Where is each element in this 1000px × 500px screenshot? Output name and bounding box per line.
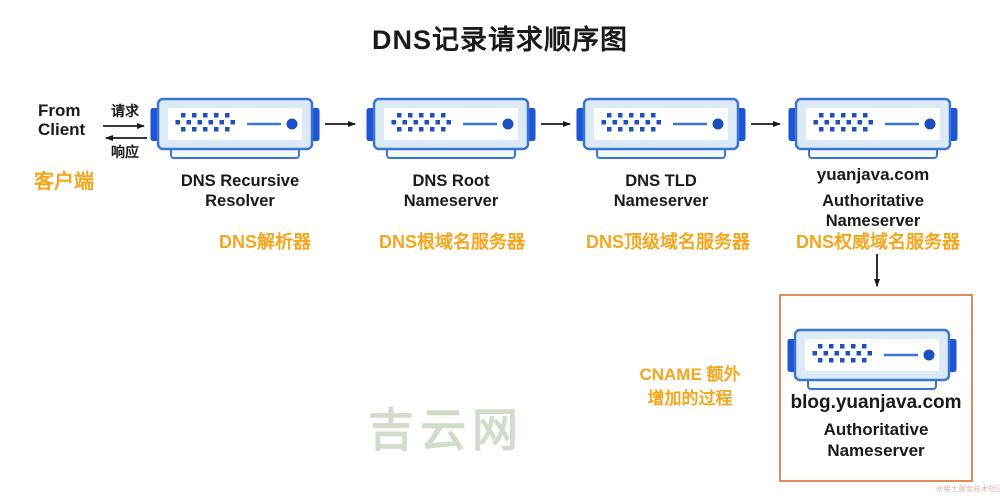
response-label: 响应	[111, 144, 139, 160]
server-cn-label-resolver: DNS解析器	[218, 232, 311, 252]
server-cn-label-authoritative: DNS权威域名服务器	[795, 232, 960, 252]
server-cn-label-tld: DNS顶级域名服务器	[585, 232, 750, 252]
server-icon	[787, 328, 957, 392]
server-name-authoritative: yuanjava.com Authoritative Nameserver	[783, 165, 963, 231]
corner-watermark: @稀土掘金技术社区	[936, 486, 1000, 493]
server-name-root: DNS Root Nameserver	[403, 172, 499, 210]
server-icon	[366, 97, 536, 161]
client-label-cn: 客户端	[34, 171, 94, 193]
client-label: From Client	[38, 101, 86, 139]
page-title: DNS记录请求顺序图	[371, 25, 628, 55]
cname-box-server-name: Authoritative Nameserver	[823, 420, 929, 460]
server-icon	[576, 97, 746, 161]
server-name-tld: DNS TLD Nameserver	[613, 172, 709, 210]
request-label: 请求	[111, 103, 139, 119]
cname-box-domain: blog.yuanjava.com	[790, 392, 962, 413]
cname-annotation: CNAME 额外 增加的过程	[639, 365, 741, 408]
server-name-recursive: DNS Recursive Resolver	[180, 172, 300, 210]
server-icon	[788, 97, 958, 161]
server-domain: yuanjava.com	[816, 165, 930, 184]
server-icon	[150, 97, 320, 161]
center-watermark: 吉云网	[368, 404, 524, 456]
server-cn-label-root: DNS根域名服务器	[378, 232, 525, 252]
